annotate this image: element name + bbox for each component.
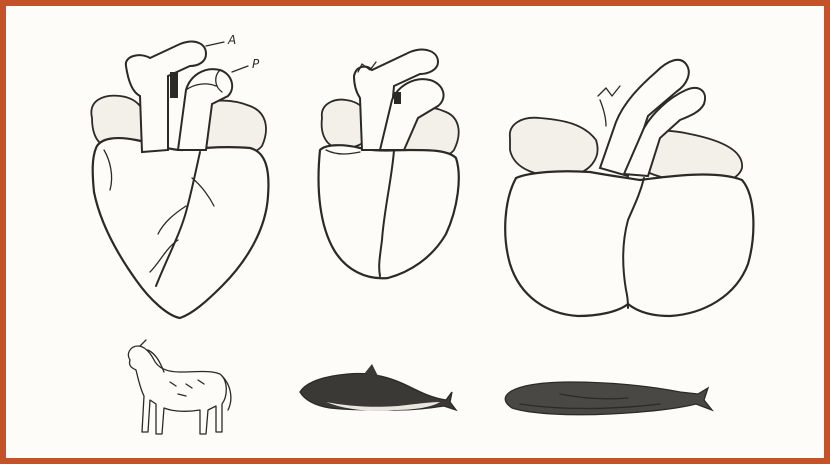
whale-heart-left-fat <box>510 118 598 177</box>
dolphin-heart-body <box>319 145 459 278</box>
pulmonary-label-line <box>232 66 248 72</box>
dolphin-ductus-mark <box>394 92 401 104</box>
whale-heart-body <box>505 171 753 316</box>
aorta-label: A <box>227 33 236 47</box>
horse-heart: A P <box>91 33 268 318</box>
aorta-label-line <box>206 42 224 46</box>
horse-ductus-mark <box>170 72 178 98</box>
whale-icon <box>505 382 712 415</box>
dolphin-icon <box>300 364 456 411</box>
horse-icon <box>128 340 230 434</box>
whale-heart <box>505 60 753 316</box>
dolphin-dorsal-fin <box>364 364 378 376</box>
horse-shading <box>170 380 204 396</box>
pulmonary-label: P <box>252 57 260 71</box>
dolphin-heart <box>319 50 459 279</box>
horse-body <box>128 346 226 434</box>
